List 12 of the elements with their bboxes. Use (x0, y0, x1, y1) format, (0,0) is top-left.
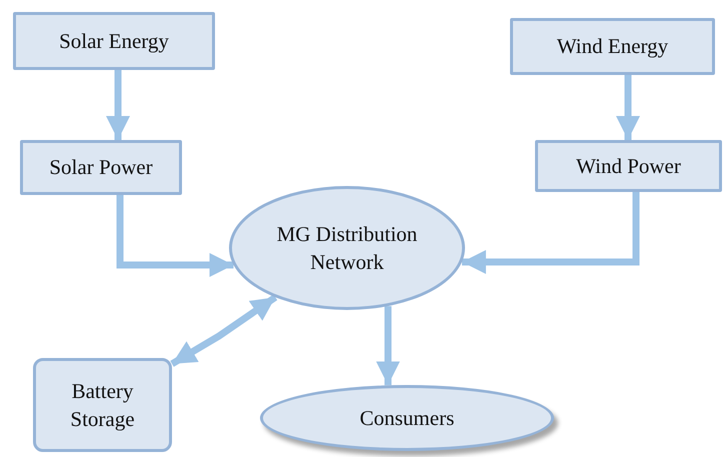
storage-box: Battery Storage (33, 358, 172, 452)
arrow (170, 294, 278, 367)
process-box: Wind Energy (510, 18, 715, 75)
arrow (616, 75, 640, 140)
process-box: Solar Energy (13, 12, 215, 70)
network-ellipse: MG Distribution Network (229, 186, 465, 310)
process-box: Wind Power (535, 140, 722, 192)
arrow (106, 70, 130, 140)
process-box: Solar Power (20, 140, 182, 195)
arrow (462, 192, 640, 274)
arrow (116, 195, 234, 277)
consumer-ellipse: Consumers (260, 385, 554, 451)
